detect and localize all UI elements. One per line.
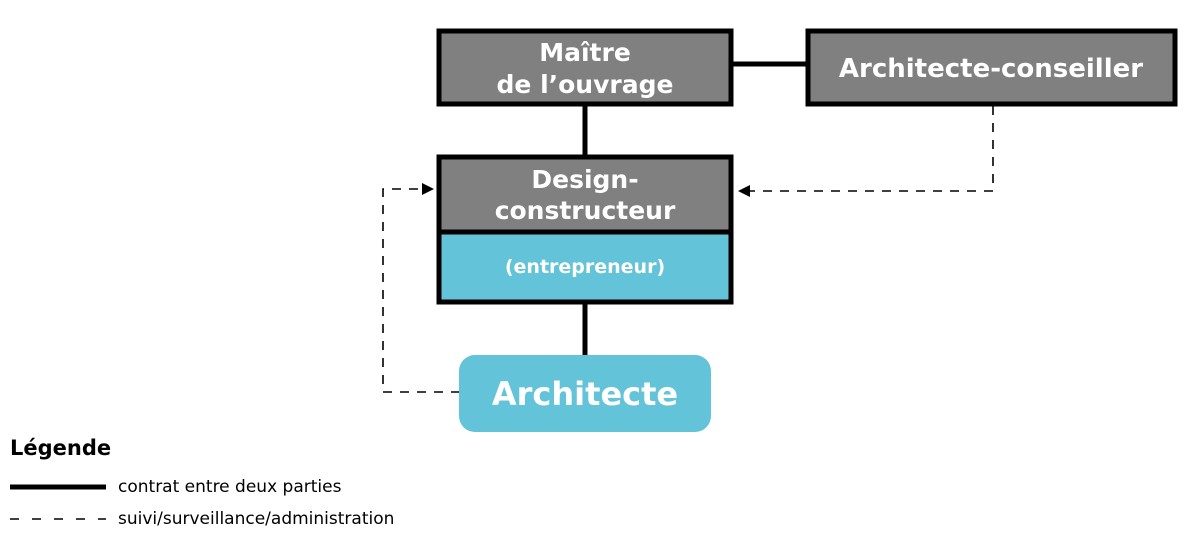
node-architecte: Architecte [459, 355, 711, 432]
design-constructeur-label-line2: constructeur [495, 196, 676, 225]
node-design-constructeur: Design- constructeur (entrepreneur) [436, 154, 734, 305]
entrepreneur-band [441, 232, 729, 300]
legend-contract-label: contrat entre deux parties [118, 477, 342, 497]
design-constructeur-label-line1: Design- [531, 165, 638, 194]
architecte-conseiller-label: Architecte-conseiller [839, 54, 1143, 84]
node-maitre-de-l-ouvrage: Maître de l’ouvrage [436, 28, 734, 107]
legend-supervision-label: suivi/surveillance/administration [118, 509, 395, 529]
architecte-conseiller-box [805, 28, 1178, 107]
architecte-box [459, 355, 711, 432]
entrepreneur-label: (entrepreneur) [505, 256, 665, 278]
node-architecte-conseiller: Architecte-conseiller [805, 28, 1178, 107]
legend-dashed-line [10, 508, 106, 530]
maitre-box [436, 28, 734, 107]
supervision-line-architecte-design [382, 183, 460, 393]
maitre-label-line2: de l’ouvrage [497, 70, 674, 99]
legend-item-contract: contrat entre deux parties [10, 476, 341, 498]
maitre-label-line1: Maître [539, 38, 631, 67]
supervision-line-conseiller-design [738, 106, 994, 197]
legend-solid-line [10, 476, 106, 498]
legend-item-supervision: suivi/surveillance/administration [10, 508, 394, 530]
legend-title: Légende [10, 436, 112, 460]
architecte-label: Architecte [492, 375, 678, 413]
